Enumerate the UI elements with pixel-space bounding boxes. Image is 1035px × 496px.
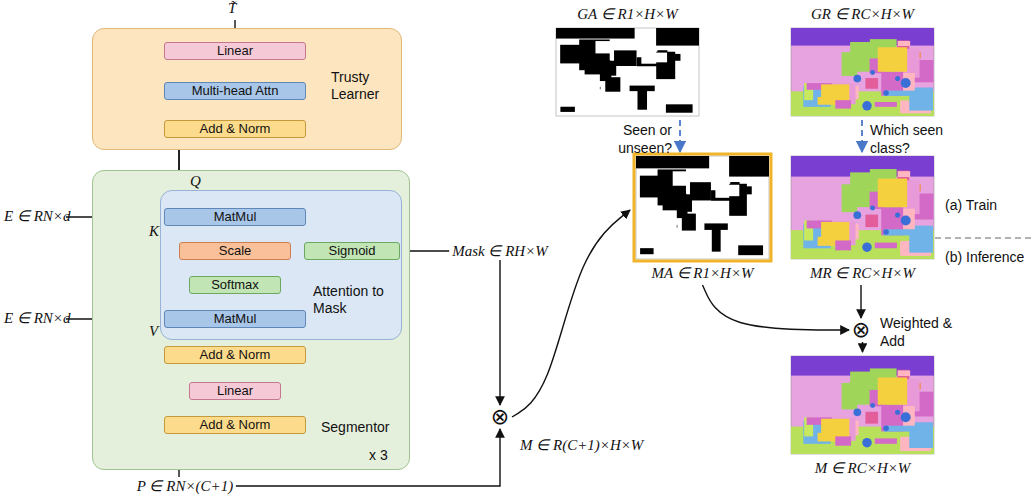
softmax-box: Softmax	[189, 276, 281, 294]
ground-truth-map: GR ∈ RC×H×W	[785, 2, 940, 120]
flow-arrow	[862, 342, 863, 352]
box-label: ⊗	[849, 318, 873, 342]
flow-arrow	[703, 285, 850, 330]
panel-title: Segmentor	[321, 419, 401, 436]
final-map: M ∈ RC×H×W	[785, 352, 940, 480]
segmentor-panel: Segmentorx 3Attention to MaskMatMulScale…	[92, 170, 410, 470]
edge-label: P ∈ RN×(C+1)	[134, 477, 236, 495]
edge-label: Seen or unseen?	[590, 121, 672, 157]
attention-box: Multi-head Attn	[164, 82, 306, 100]
ground-truth-mask: GA ∈ R1×H×W	[550, 2, 705, 120]
matmul-box: MatMul	[164, 208, 306, 226]
panel-title: x 3	[369, 447, 409, 464]
edge-label: Mask ∈ RH×W	[449, 242, 551, 260]
box-label: Sigmoid	[305, 243, 399, 259]
multiply-symbol: ⊗	[488, 405, 512, 429]
figure-caption: GR ∈ RC×H×W	[785, 4, 940, 24]
box-label: Linear	[190, 383, 280, 399]
add-norm-box: Add & Norm	[164, 120, 306, 138]
sigmoid-box: Sigmoid	[304, 242, 400, 260]
figure-caption: MR ∈ RC×H×W	[785, 263, 940, 283]
flow-arrow	[860, 285, 861, 318]
figure-caption: GA ∈ R1×H×W	[550, 4, 705, 24]
supervision-arrow	[679, 120, 681, 152]
input-label: E ∈ RN×d	[4, 309, 70, 327]
linear-box: Linear	[164, 42, 306, 60]
edge-label: M ∈ R(C+1)×H×W	[520, 436, 643, 454]
input-label: E ∈ RN×d	[4, 207, 70, 225]
panel-title: Attention to Mask	[313, 283, 399, 317]
add-norm-box: Add & Norm	[164, 416, 306, 434]
box-label: MatMul	[165, 311, 305, 327]
figure-caption: M ∈ RC×H×W	[785, 458, 940, 478]
value-label: V	[149, 322, 158, 340]
matmul-box: MatMul	[164, 310, 306, 328]
box-label: MatMul	[165, 209, 305, 225]
attention-mask-panel: Attention to MaskMatMulScaleSigmoidSoftm…	[160, 190, 402, 340]
flow-arrow	[400, 251, 500, 405]
predicted-mask: MA ∈ R1×H×W	[630, 152, 775, 285]
figure-caption: MA ∈ R1×H×W	[630, 263, 775, 283]
input-symbol: T̃	[228, 0, 236, 17]
box-label: ⊗	[488, 405, 512, 429]
box-label: Add & Norm	[165, 121, 305, 137]
highlight-frame	[634, 154, 771, 261]
learner-panel: Trusty Learner LinearMulti-head AttnAdd &…	[92, 28, 402, 150]
box-label: Multi-head Attn	[165, 83, 305, 99]
box-label: Add & Norm	[165, 417, 305, 433]
scale-box: Scale	[179, 242, 291, 260]
edge-label: Which seen class?	[870, 121, 950, 157]
key-label: K	[149, 222, 159, 240]
multiply-symbol: ⊗	[849, 318, 873, 342]
edge-label: Q	[190, 172, 201, 190]
add-norm-box: Add & Norm	[164, 346, 306, 364]
operation-label: Weighted & Add	[880, 314, 960, 350]
box-label: Add & Norm	[165, 347, 305, 363]
separator-line	[935, 237, 1035, 239]
phase-label: (b) Inference	[945, 248, 1024, 266]
panel-title: Trusty Learner	[331, 69, 401, 103]
linear-box: Linear	[189, 382, 281, 400]
predicted-map: MR ∈ RC×H×W	[785, 152, 940, 285]
box-label: Linear	[165, 43, 305, 59]
box-label: Softmax	[190, 277, 280, 293]
box-label: Scale	[180, 243, 290, 259]
supervision-arrow	[861, 120, 863, 152]
phase-label: (a) Train	[945, 196, 997, 214]
